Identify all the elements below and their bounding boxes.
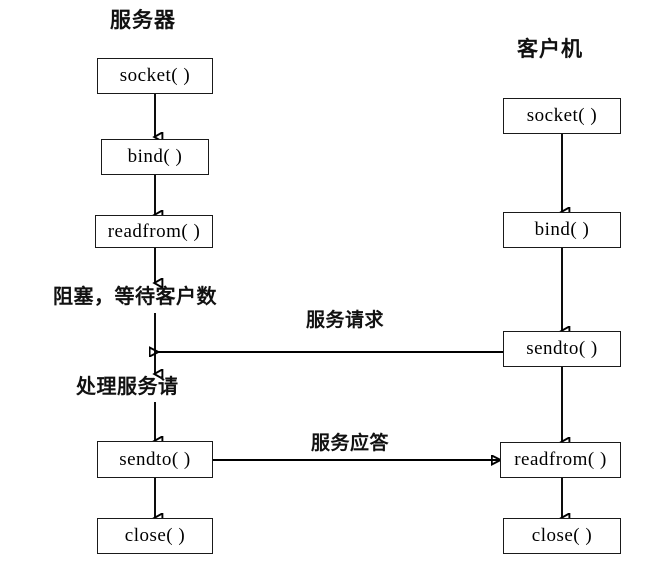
node-client-readfrom[interactable]: readfrom( ): [500, 442, 621, 478]
node-server-socket[interactable]: socket( ): [97, 58, 213, 94]
edge-label-service-request: 服务请求: [306, 309, 385, 331]
node-client-bind[interactable]: bind( ): [503, 212, 621, 248]
node-server-sendto[interactable]: sendto( ): [97, 441, 213, 478]
column-heading-client: 客户机: [517, 37, 583, 61]
node-server-bind[interactable]: bind( ): [101, 139, 209, 175]
node-client-socket[interactable]: socket( ): [503, 98, 621, 134]
note-server-blocking-wait: 阻塞，等待客户数: [53, 284, 217, 308]
node-client-sendto[interactable]: sendto( ): [503, 331, 621, 367]
node-client-close[interactable]: close( ): [503, 518, 621, 554]
node-server-close[interactable]: close( ): [97, 518, 213, 554]
edge-label-service-response: 服务应答: [311, 432, 390, 454]
node-server-readfrom[interactable]: readfrom( ): [95, 215, 213, 248]
note-server-handle-request: 处理服务请: [76, 374, 179, 398]
column-heading-server: 服务器: [110, 8, 176, 32]
